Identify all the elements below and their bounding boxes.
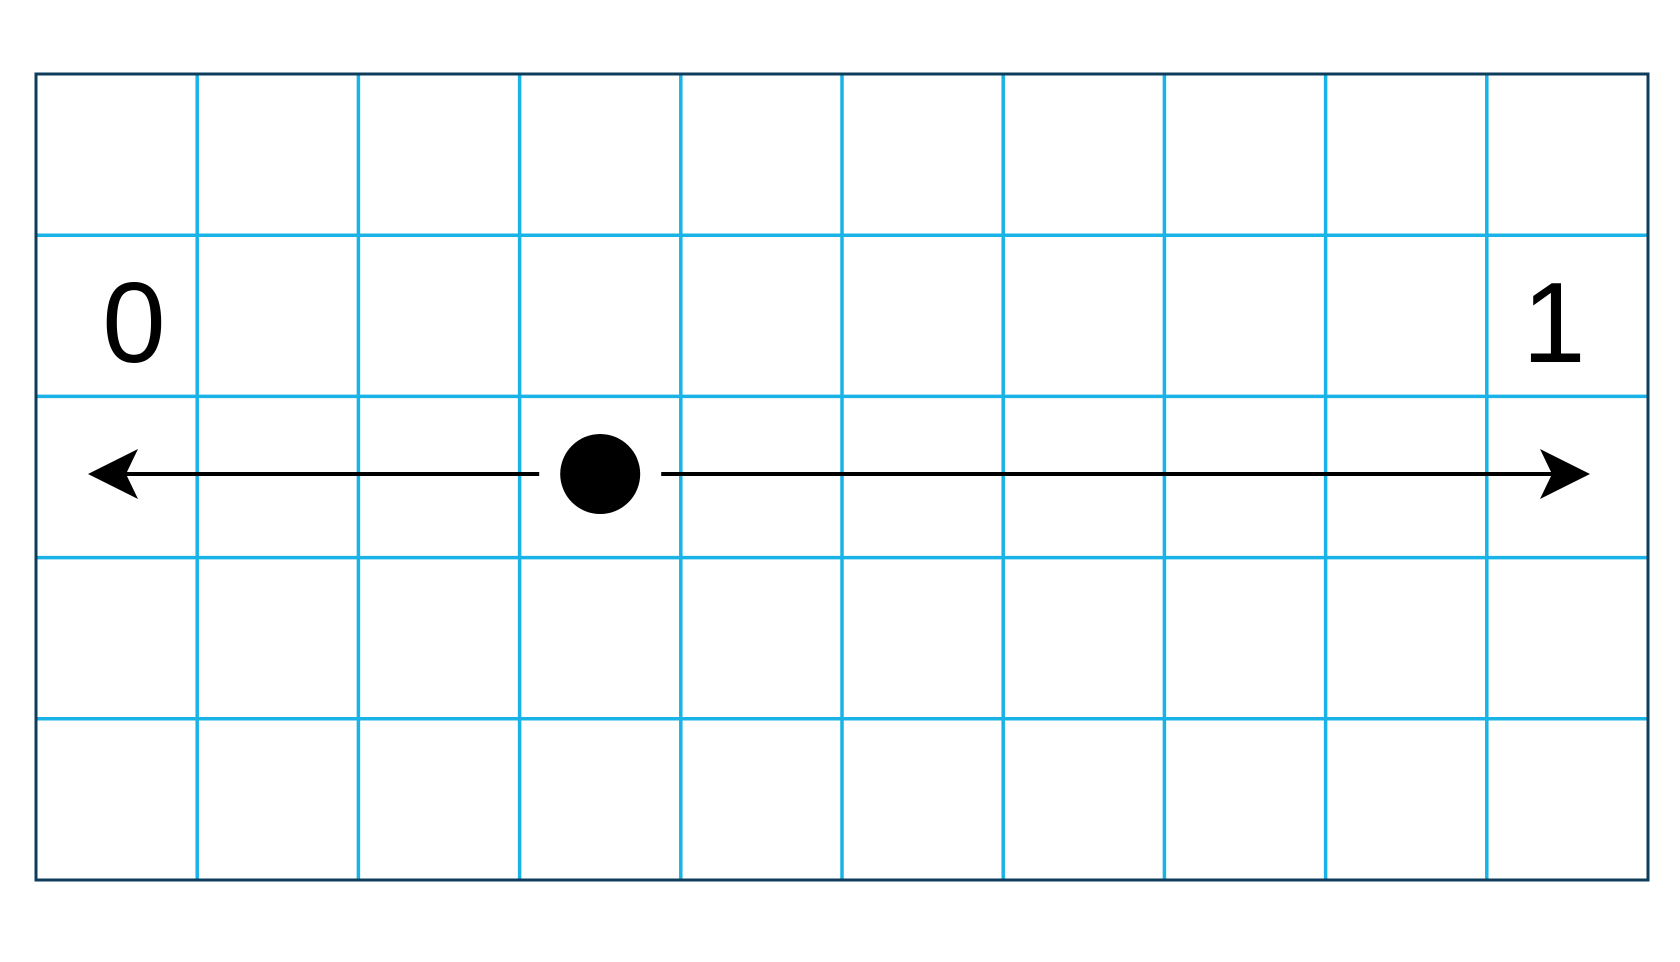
point-marker — [560, 434, 641, 514]
end-label: 1 — [1522, 260, 1585, 387]
left-arrowhead — [88, 449, 138, 499]
grid-border — [34, 72, 1650, 882]
right-arrowhead — [1540, 449, 1590, 499]
grid-background — [36, 74, 1648, 880]
start-label: 0 — [102, 260, 165, 387]
